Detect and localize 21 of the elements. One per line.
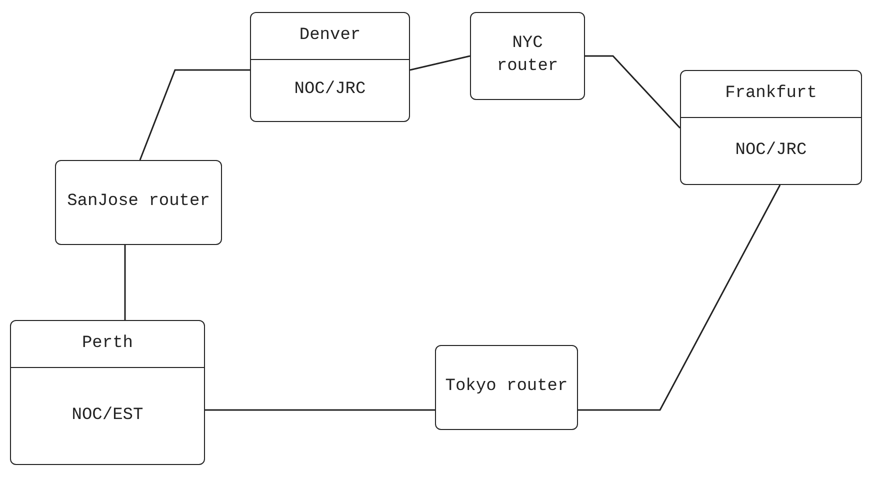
node-label: NOC/JRC [735,140,807,162]
node-label: Denver [299,24,361,47]
node-label: Frankfurt [725,82,817,105]
connector-line [410,55,470,71]
node-box [680,70,862,185]
node-box [250,12,410,122]
node-label: NYC router [496,33,560,78]
connector-line [124,245,126,320]
node-label: NOC/EST [72,404,144,427]
connector-line [205,409,435,411]
node-label: Perth [82,332,133,355]
node-box [470,12,585,100]
node-label: Tokyo router [445,376,568,398]
node-label: SanJose router [67,191,210,214]
connector-line [585,55,681,129]
node-box [435,345,578,430]
connector-line [578,184,781,411]
connector-line [139,69,250,160]
node-box [55,160,222,245]
node-box [10,320,205,465]
node-label: NOC/JRC [294,79,366,102]
